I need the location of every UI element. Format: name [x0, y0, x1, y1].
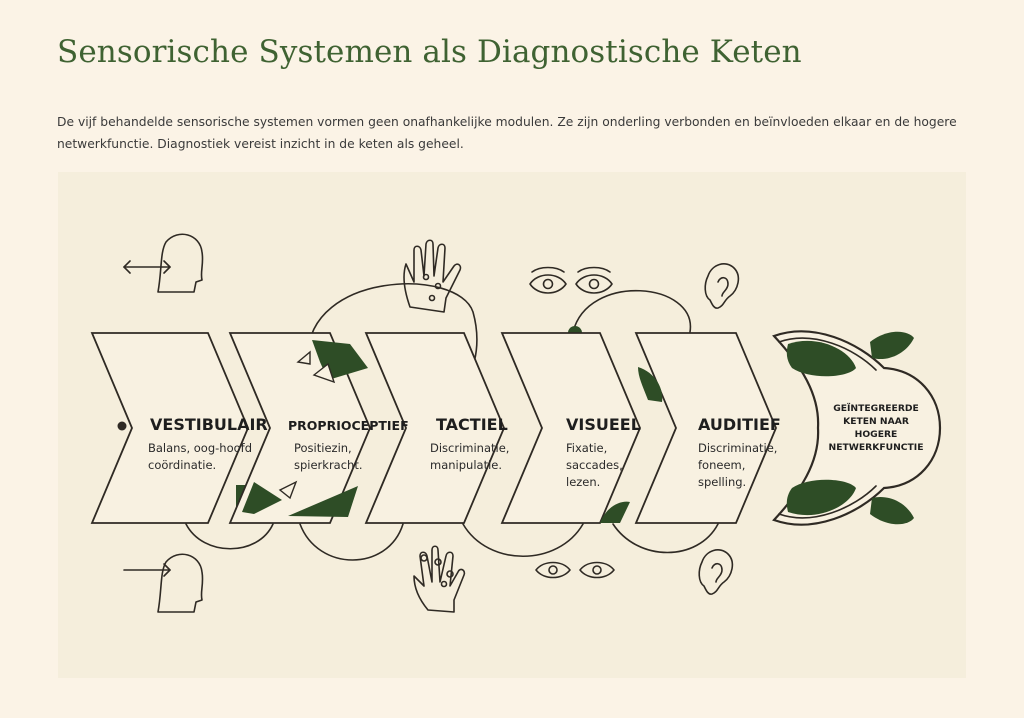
intro-paragraph: De vijf behandelde sensorische systemen …: [57, 115, 957, 151]
stage-desc: manipulatie.: [430, 458, 502, 472]
page-title: Sensorische Systemen als Diagnostische K…: [57, 34, 802, 70]
vestibulair-top-icon: [123, 233, 204, 293]
stage-desc: Discriminatie,: [430, 441, 509, 455]
start-dot: [117, 421, 127, 431]
stage-desc: Balans, oog-hoofd: [148, 441, 252, 455]
arc-vestibulair-proprio: [185, 523, 274, 550]
proprioceptief-accents: [242, 340, 368, 517]
ear-icon: [704, 263, 740, 309]
hand-joints-icon: [403, 239, 462, 313]
visueel-accents: [600, 367, 663, 523]
stage-desc: Positiezin,: [294, 441, 352, 455]
goal-line: GEÏNTEGREERDE: [833, 403, 919, 414]
stage-desc: spierkracht.: [294, 458, 363, 472]
stage-desc: foneem,: [698, 458, 745, 472]
stage-desc: spelling.: [698, 475, 746, 489]
stage-name: AUDITIEF: [698, 415, 781, 434]
stage-desc: Fixatie,: [566, 441, 607, 455]
stage-name: VISUEEL: [566, 415, 641, 434]
hand-bottom-icon: [413, 545, 466, 613]
goal-shape: [772, 330, 942, 526]
goal-label: GEÏNTEGREERDE KETEN NAAR HOGERE NETWERKF…: [829, 403, 924, 453]
stage-name: TACTIEL: [436, 415, 508, 434]
goal-leaf-bottom: [786, 479, 856, 516]
stage-label-vestibulair: VESTIBULAIR Balans, oog-hoofd coördinati…: [148, 415, 268, 472]
sensory-chain-diagram: VESTIBULAIR Balans, oog-hoofd coördinati…: [58, 172, 966, 678]
eyes-bottom-icon: [535, 561, 615, 579]
eyes-icon: [529, 266, 613, 294]
connector-arcs: [185, 283, 719, 561]
stage-proprioceptief: [228, 332, 371, 524]
stage-desc: lezen.: [566, 475, 600, 489]
arc-proprio-tactiel-bottom: [299, 523, 404, 561]
stage-label-tactiel: TACTIEL Discriminatie, manipulatie.: [430, 415, 509, 472]
stage-desc: Discriminatie,: [698, 441, 777, 455]
stage-label-visueel: VISUEEL Fixatie, saccades, lezen.: [566, 415, 641, 489]
stage-name: VESTIBULAIR: [150, 415, 268, 434]
stage-name: PROPRIOCEPTIEF: [288, 418, 409, 433]
goal-line: KETEN NAAR: [843, 416, 909, 427]
goal-line: NETWERKFUNCTIE: [829, 442, 924, 453]
arc-tactiel-visueel: [572, 289, 691, 333]
arc-proprio-tactiel: [307, 283, 478, 383]
stage-label-proprioceptief: PROPRIOCEPTIEF Positiezin, spierkracht.: [288, 418, 409, 472]
ear-bottom-icon: [698, 549, 734, 595]
stage-label-auditief: AUDITIEF Discriminatie, foneem, spelling…: [698, 415, 781, 489]
stage-desc: saccades,: [566, 458, 623, 472]
arc-tactiel-visueel-bottom: [462, 523, 584, 558]
stage-desc: coördinatie.: [148, 458, 216, 472]
stage-tactiel: [364, 332, 505, 524]
stage-auditief: [634, 332, 777, 524]
goal-leaf-top: [786, 340, 856, 377]
arc-visueel-auditief-bottom: [612, 523, 719, 554]
goal-line: HOGERE: [855, 429, 898, 440]
vestibulair-bottom-icon: [123, 553, 204, 613]
